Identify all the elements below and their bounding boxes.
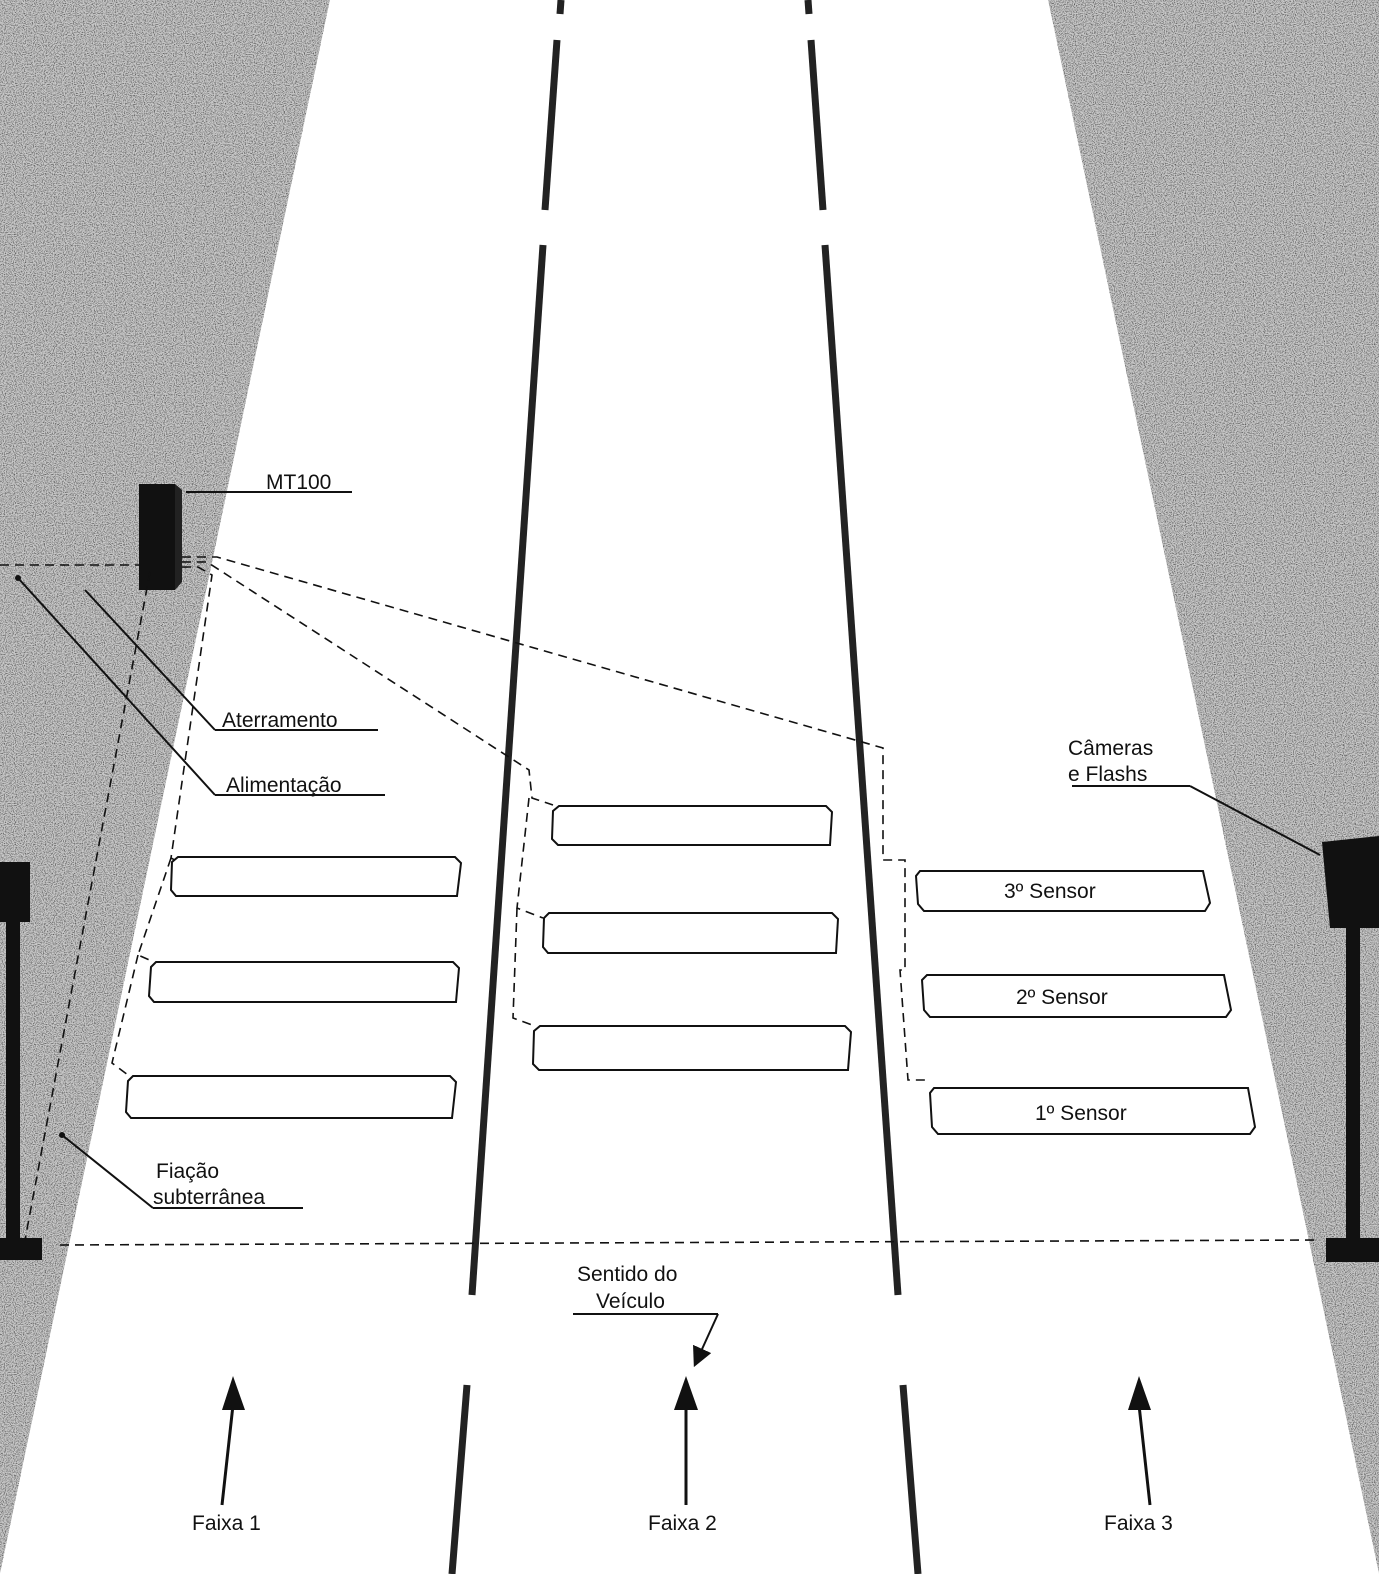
lane3-sensor-3 [914,870,1212,912]
lane1-arrow-icon [220,1376,245,1506]
lane-divider-right [804,0,922,1575]
lane1-sensor-1 [124,1075,458,1119]
wiring-label-line2: subterrânea [153,1186,265,1209]
lane2-sensors [531,805,853,1071]
power-entry-point [15,575,21,581]
lane1-sensor-3 [169,856,463,897]
sensor-3-label: 3º Sensor [1004,880,1096,903]
cameras-label-line1: Câmeras [1068,737,1153,760]
cabinet-leaders [17,491,1321,1368]
mt100-cabinet [139,484,175,590]
left-camera-pole [0,862,42,1260]
lane2-sensor-3 [550,805,834,846]
direction-label-line2: Veículo [596,1290,665,1313]
lane2-arrow-icon [674,1376,698,1505]
cameras-label-line2: e Flashs [1068,763,1147,786]
lane1-sensor-2 [147,961,461,1003]
lane-1-label: Faixa 1 [192,1512,261,1535]
lane2-sensor-1 [531,1025,853,1071]
lane-2-label: Faixa 2 [648,1512,717,1535]
wiring-point [59,1132,65,1138]
direction-label-line1: Sentido do [577,1263,677,1286]
lane3-sensor-2 [920,974,1233,1018]
mt100-label: MT100 [266,471,331,494]
sensor-2-label: 2º Sensor [1016,986,1108,1009]
lane-arrows [220,1376,1152,1506]
power-label: Alimentação [226,774,342,797]
wiring-label-line1: Fiação [156,1160,219,1183]
lane3-sensor-1 [928,1087,1257,1135]
lane-3-label: Faixa 3 [1104,1512,1173,1535]
sensor-wiring [0,556,1321,1246]
lane3-arrow-icon [1128,1376,1152,1506]
lane3-sensors [914,870,1257,1135]
lane-divider-left [448,0,565,1575]
lane2-sensor-2 [541,912,840,954]
lane1-sensors [124,856,463,1119]
right-camera-pole [1322,836,1379,1262]
grounding-label: Aterramento [222,709,338,732]
sensor-1-label: 1º Sensor [1035,1102,1127,1125]
mt100-cabinet-side [175,484,182,590]
